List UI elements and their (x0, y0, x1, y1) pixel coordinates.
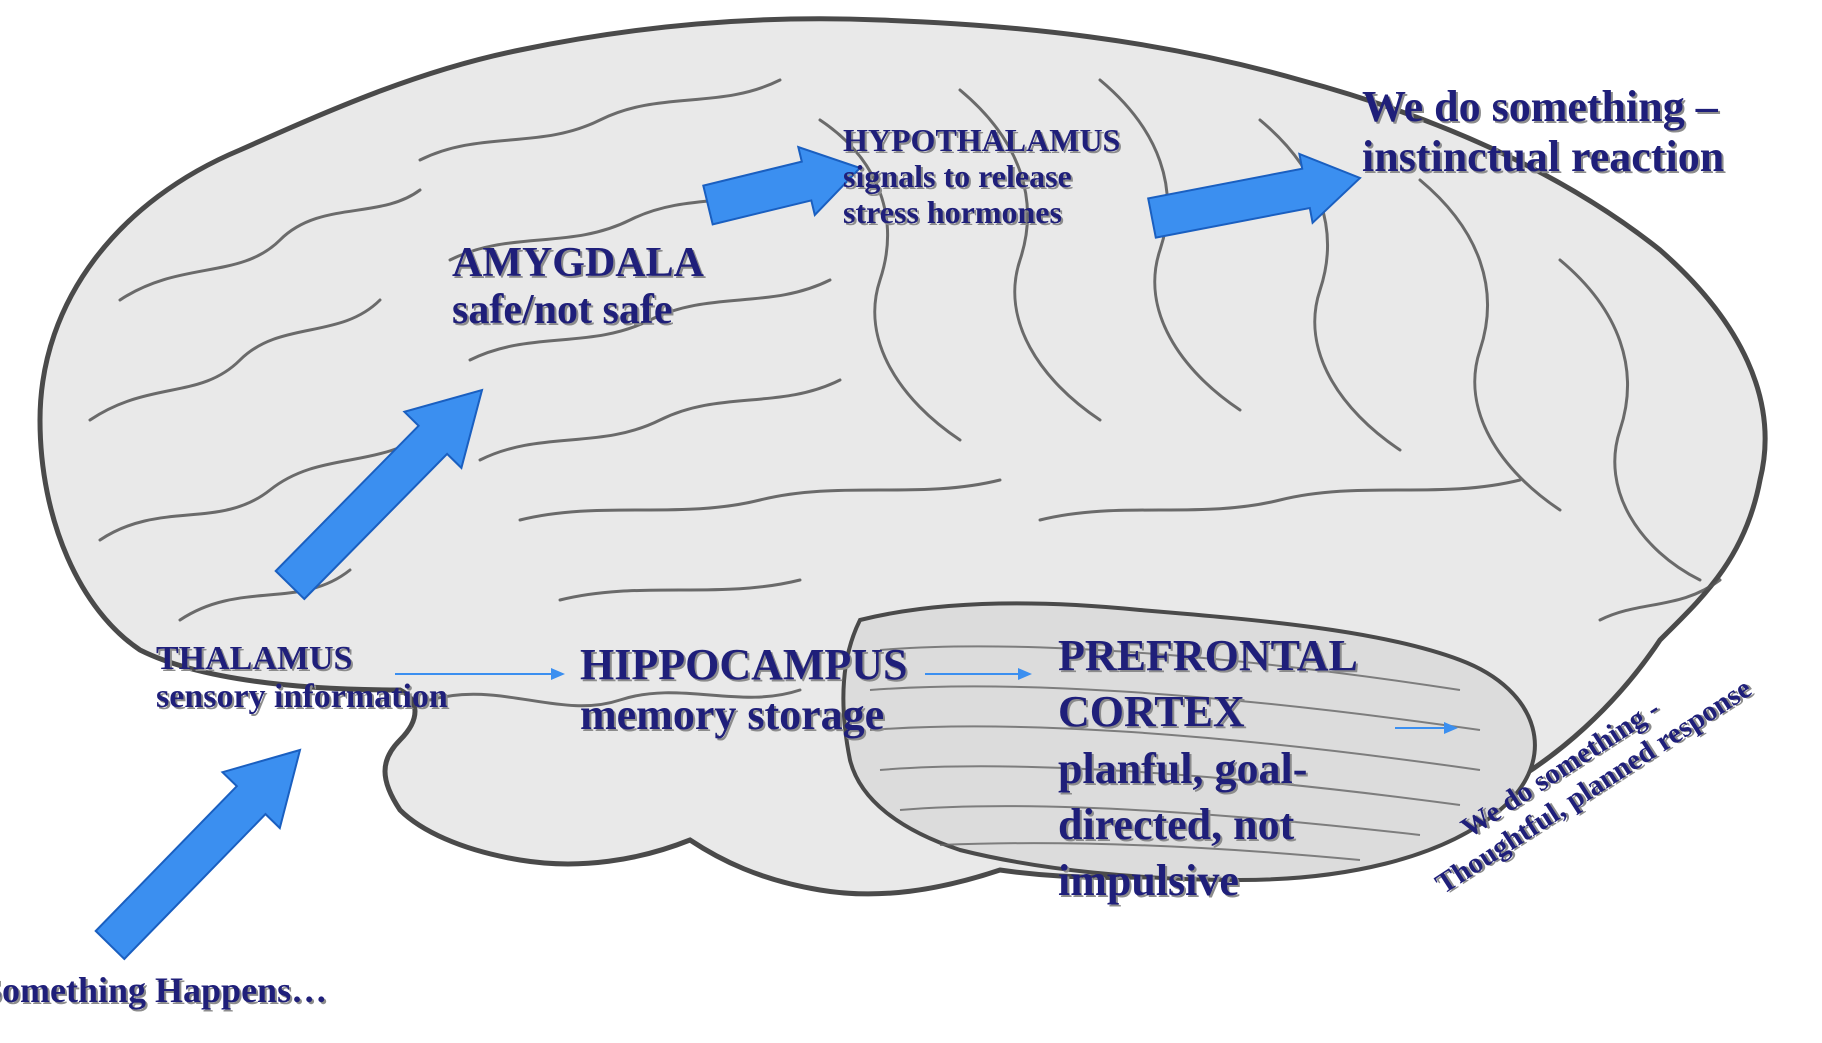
hippocampus-title: HIPPOCAMPUS (580, 640, 908, 690)
arrow-amygdala-to-hypothalamus (703, 147, 860, 224)
prefrontal-cortex-label: PREFRONTAL CORTEX planful, goal- directe… (1058, 628, 1358, 910)
arrow-hypothalamus-to-reaction (1148, 154, 1360, 238)
amygdala-desc: safe/not safe (452, 287, 704, 334)
hypothalamus-title: HYPOTHALAMUS (843, 122, 1120, 158)
prefrontal-line3: planful, goal- (1058, 741, 1358, 797)
instinctual-line2: instinctual reaction (1362, 132, 1724, 182)
amygdala-label: AMYGDALA safe/not safe (452, 240, 704, 335)
arrow-prefrontal-to-response (1395, 722, 1458, 734)
hypothalamus-label: HYPOTHALAMUS signals to release stress h… (843, 122, 1120, 230)
prefrontal-line5: impulsive (1058, 853, 1358, 909)
something-happens-label: Something Happens… (0, 970, 327, 1011)
something-happens-text: Something Happens… (0, 970, 327, 1011)
arrow-event-to-thalamus (96, 750, 300, 959)
prefrontal-line4: directed, not (1058, 797, 1358, 853)
thalamus-desc: sensory information (156, 678, 448, 716)
prefrontal-line1: PREFRONTAL (1058, 628, 1358, 684)
hippocampus-desc: memory storage (580, 690, 908, 740)
hypothalamus-line2: signals to release (843, 158, 1120, 194)
instinctual-line1: We do something – (1362, 82, 1724, 132)
thalamus-title: THALAMUS (156, 640, 448, 678)
arrow-hippocampus-to-prefrontal (925, 668, 1032, 680)
arrow-thalamus-to-amygdala (276, 390, 482, 599)
hypothalamus-line3: stress hormones (843, 194, 1120, 230)
prefrontal-line2: CORTEX (1058, 684, 1358, 740)
thalamus-label: THALAMUS sensory information (156, 640, 448, 717)
amygdala-title: AMYGDALA (452, 240, 704, 287)
hippocampus-label: HIPPOCAMPUS memory storage (580, 640, 908, 739)
instinctual-reaction-label: We do something – instinctual reaction (1362, 82, 1724, 181)
